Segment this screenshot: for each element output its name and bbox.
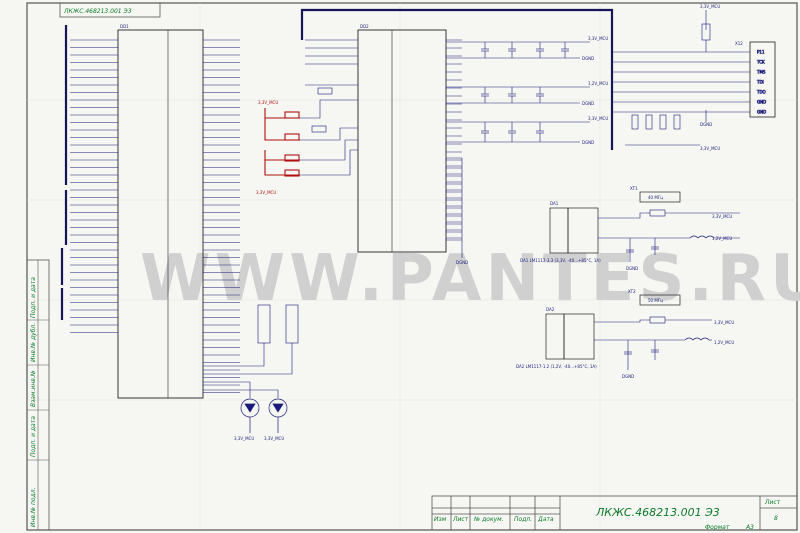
tb-col-izm: Изм xyxy=(434,516,447,523)
tb-col-date: Дата xyxy=(537,516,554,523)
connector-pin-label: GND xyxy=(757,110,766,115)
net-12-cap2: 1,2V_МСU xyxy=(588,81,608,86)
gnd-x12: DGND xyxy=(700,122,712,127)
reg1-out: 3,3V_МСU xyxy=(712,214,732,219)
title-block xyxy=(431,495,798,531)
net-33-cap1: 3,3V_МСU xyxy=(588,36,608,41)
net-33-resistor: 3,3V_МСU xyxy=(258,100,278,105)
led-hl1 xyxy=(240,398,260,433)
side-label-2: Инв.№ дубл. xyxy=(30,323,37,362)
connector-pin-label: TDO xyxy=(756,90,766,95)
ic-dd1-ref: DD1 xyxy=(120,24,129,29)
top-designation-box xyxy=(59,2,161,18)
connector-pin-label: P11 xyxy=(757,50,765,55)
osc2-val: 50 МГц xyxy=(648,298,663,303)
reg1-ref: DA1 xyxy=(550,201,559,206)
led-hl2 xyxy=(268,398,288,433)
oscillator-xt1: XT1 40 МГц xyxy=(630,186,681,203)
reg2-gnd: DGND xyxy=(622,374,634,379)
led1-net: 3,3V_МСU xyxy=(234,436,254,441)
regulator-da1: DA1 xyxy=(549,201,599,254)
gnd-cap1: DGND xyxy=(582,56,594,61)
sheet-label: Лист xyxy=(764,499,781,506)
net-33-cap3: 3,3V_МСU xyxy=(588,116,608,121)
reg2-out2: 1,2V_МСU xyxy=(714,340,734,345)
side-label-5: Инв.№ подл. xyxy=(30,487,37,527)
watermark: WWW.PANTES.RU xyxy=(140,242,800,316)
net-33-top: 3,3V_МСU xyxy=(700,4,720,9)
resistor-network xyxy=(264,108,300,177)
gnd-dd2: DGND xyxy=(456,260,468,265)
connector-pin-label: TCK xyxy=(756,60,765,65)
reg2-ref: DA2 xyxy=(546,307,555,312)
reg1-gnd: DGND xyxy=(626,266,638,271)
reg1-out2: 1,2V_МСU xyxy=(712,236,732,241)
oscillator-xt2: XT2 50 МГц xyxy=(628,289,681,306)
designation: ЛКЖС.468213.001 Э3 xyxy=(595,506,720,519)
reg1-note: DA1 LM1117-3.3 (3,3V, -40...+85°C, 1A) xyxy=(520,258,601,263)
tb-col-doc: № докум. xyxy=(473,516,504,523)
regulator-da2: DA2 xyxy=(545,307,595,360)
reg2-out: 3,3V_МСU xyxy=(714,320,734,325)
side-label-3: Взам.инв.№ xyxy=(30,370,37,407)
connector-ref: X12 xyxy=(735,41,743,46)
power-ic-dd2: DD2 xyxy=(357,24,447,253)
jtag-connector-x12: X12 xyxy=(735,41,776,118)
ic-dd2-ref: DD2 xyxy=(360,24,369,29)
gnd-cap3: DGND xyxy=(582,140,594,145)
osc1-val: 40 МГц xyxy=(648,195,663,200)
connector-pin-label: GND xyxy=(757,100,766,105)
sheet-number: 8 xyxy=(774,515,778,522)
format-value: А3 xyxy=(745,524,754,531)
top-designation: ЛКЖС.468213.001 Э3 xyxy=(63,8,132,15)
osc2-ref: XT2 xyxy=(628,289,636,294)
led2-net: 3,3V_МСU xyxy=(264,436,284,441)
gnd-cap2: DGND xyxy=(582,101,594,106)
connector-pin-label: TDI xyxy=(756,80,764,85)
tb-col-sign: Подп. xyxy=(514,516,532,523)
osc1-ref: XT1 xyxy=(630,186,638,191)
connector-pin-label: TMS xyxy=(756,70,766,75)
main-ic-dd1: DD1 xyxy=(117,24,204,399)
format-label: Формат xyxy=(705,524,730,531)
net-33-pullups: 3,3V_МСU xyxy=(700,146,720,151)
net-33-resistor-2: 3,3V_МСU xyxy=(256,190,276,195)
side-label-1: Подп. и дата xyxy=(30,277,37,318)
side-label-4: Подп. и дата xyxy=(30,416,37,457)
tb-col-list: Лист xyxy=(452,516,469,523)
reg2-note: DA2 LM1117-1.2 (1,2V, -40...+85°C, 1A) xyxy=(516,364,597,369)
